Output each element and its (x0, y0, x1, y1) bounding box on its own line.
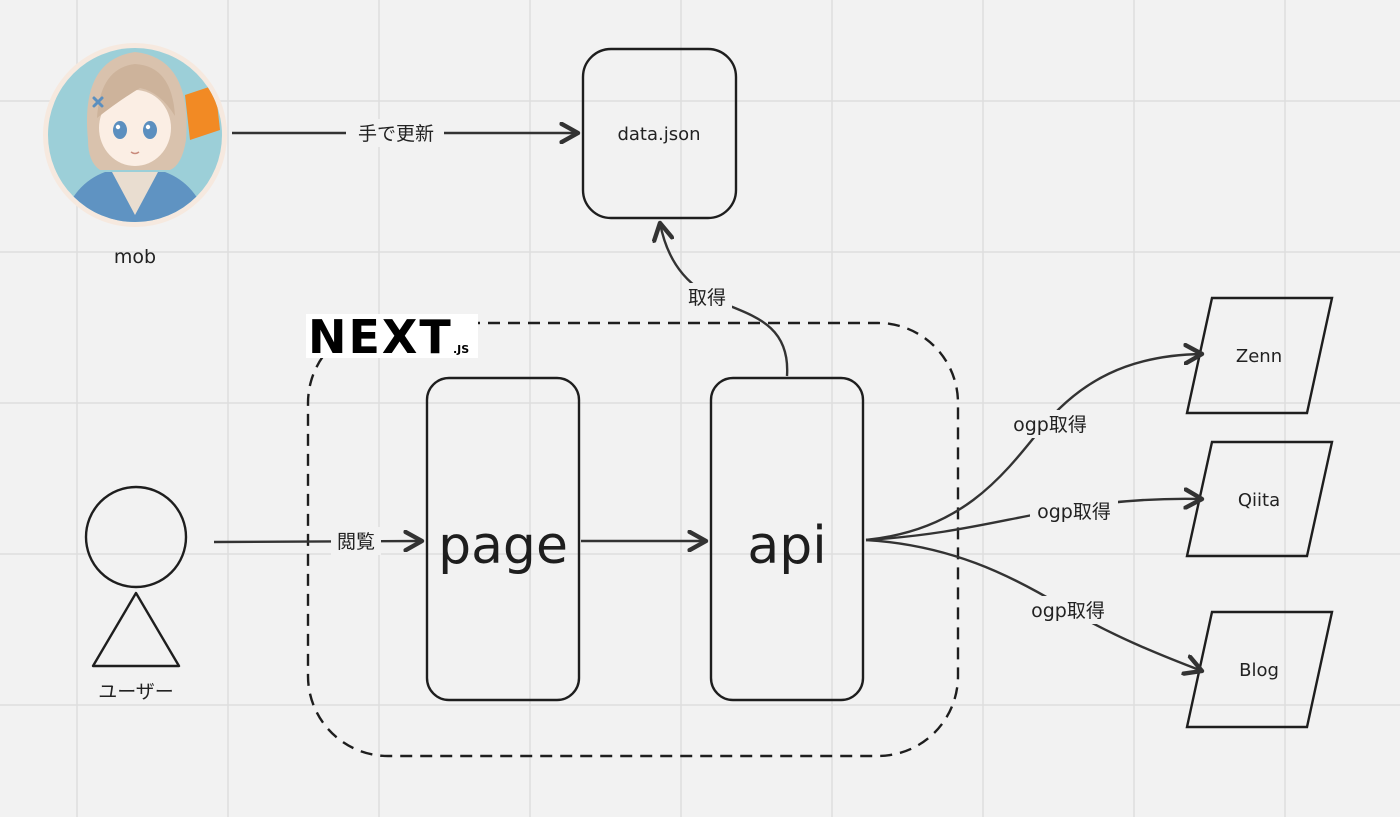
edge-mob-to-data[interactable]: 手で更新 (232, 119, 578, 147)
api-node[interactable]: api (709, 376, 865, 702)
edge-api-to-blog[interactable]: ogp取得 (865, 538, 1202, 671)
edge-label-api-to-zenn: ogp取得 (1013, 414, 1087, 436)
nextjs-logo-suffix: .JS (453, 343, 469, 356)
edge-api-to-qiita[interactable]: ogp取得 (865, 497, 1202, 542)
blog-node[interactable]: Blog (1185, 610, 1334, 729)
edge-api-to-zenn[interactable]: ogp取得 (865, 354, 1202, 542)
edge-api-to-data[interactable]: 取得 (660, 223, 789, 377)
nextjs-logo-text: NEXT (308, 310, 453, 364)
edge-label-api-to-qiita: ogp取得 (1037, 501, 1111, 523)
data-json-label: data.json (617, 124, 700, 145)
edge-label-api-to-data: 取得 (688, 287, 726, 309)
qiita-node[interactable]: Qiita (1185, 440, 1334, 558)
edge-label-mob-to-data: 手で更新 (358, 123, 434, 145)
stick-person-icon[interactable] (84, 485, 188, 668)
api-node-label: api (747, 516, 826, 576)
mob-label: mob (114, 246, 156, 268)
blog-label: Blog (1239, 660, 1279, 681)
page-node-label: page (438, 516, 568, 576)
nextjs-logo: NEXT .JS (306, 310, 478, 364)
edge-label-user-to-page: 閲覧 (337, 531, 375, 553)
page-node[interactable]: page (425, 376, 581, 702)
user-label: ユーザー (98, 681, 174, 703)
qiita-label: Qiita (1238, 490, 1280, 511)
mob-avatar[interactable] (40, 40, 230, 230)
edge-user-to-page[interactable]: 閲覧 (213, 527, 422, 555)
zenn-label: Zenn (1236, 346, 1282, 367)
zenn-node[interactable]: Zenn (1185, 296, 1334, 415)
nextjs-container[interactable] (306, 321, 960, 758)
data-json-node[interactable]: data.json (581, 47, 738, 220)
edge-label-api-to-blog: ogp取得 (1031, 600, 1105, 622)
anime-avatar-image (48, 48, 222, 222)
